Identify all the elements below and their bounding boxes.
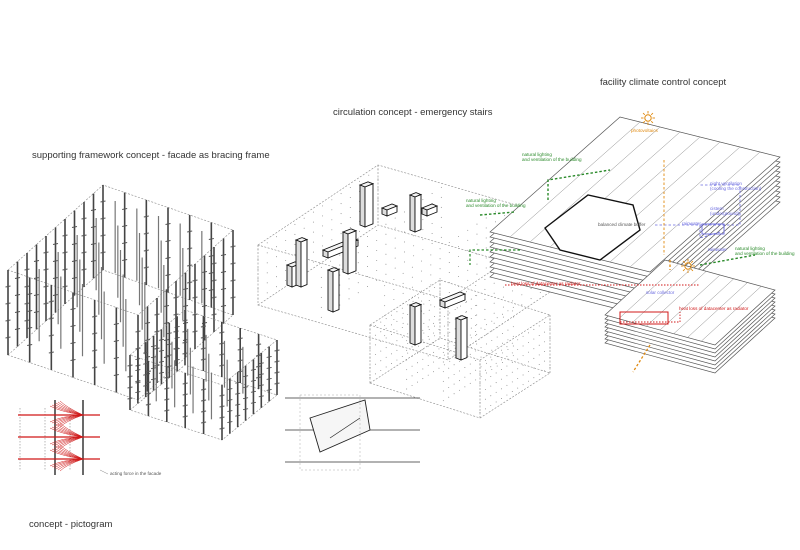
natural-lighting-label-2: natural lighting and ventilation of the … (466, 198, 526, 209)
acting-force-label: acting force in the facade (110, 471, 162, 476)
natural-lighting-2-line-a: natural lighting (466, 198, 496, 203)
natural-lighting-3-line-b: and ventilation of the building (735, 251, 795, 257)
sun-icon (681, 259, 695, 273)
natural-lighting-3-line-a: natural lighting (735, 246, 765, 251)
climate-arrows (469, 160, 756, 373)
natural-lighting-1-line-a: natural lighting (522, 152, 552, 157)
force-pictogram (18, 400, 109, 475)
natural-lighting-label-1: natural lighting and ventilation of the … (522, 152, 582, 163)
framework-block-small (127, 309, 280, 441)
circulation-block-large (257, 164, 569, 361)
circulation-heading: circulation concept - emergency stairs (333, 107, 493, 118)
pictogram-heading: concept - pictogram (29, 519, 113, 530)
rainwater-label-2: rainwater (708, 247, 727, 252)
cistern-label: cistern (underground) (710, 206, 739, 217)
heat-loss-label-2: heat loss of datacenter as radiator (679, 306, 749, 311)
natural-lighting-2-line-b: and ventilation of the building (466, 203, 526, 209)
sun-icons (641, 111, 695, 273)
natural-lighting-label-3: natural lighting and ventilation of the … (735, 246, 795, 257)
natural-lighting-1-line-b: and ventilation of the building (522, 157, 582, 163)
cistern-line-b: (underground) (710, 211, 740, 217)
night-ventilation-line-b: (cooling the construction) (710, 186, 762, 192)
stair-detail (285, 394, 420, 471)
solar-collector-label: solar collector (646, 290, 675, 295)
sun-icon (641, 111, 655, 125)
cistern-line-a: cistern (710, 206, 724, 211)
circulation-block-small (369, 279, 551, 419)
heat-loss-label-1: heat loss of datacenter as radiator (511, 281, 581, 286)
climate-stack-upper (489, 116, 781, 318)
climate-stack-lower (604, 259, 776, 374)
framework-heading: supporting framework concept - facade as… (32, 150, 270, 161)
climate-buffer-label: balanced climate buffer (598, 222, 646, 227)
framework-block-large (5, 184, 236, 401)
rainwater-label-1: rainwater (682, 221, 701, 226)
night-ventilation-line-a: night ventilation (710, 181, 742, 186)
climate-heading: facility climate control concept (600, 77, 727, 88)
night-ventilation-label: night ventilation (cooling the construct… (710, 181, 761, 192)
photovoltaics-label: photovoltaics (631, 128, 658, 133)
